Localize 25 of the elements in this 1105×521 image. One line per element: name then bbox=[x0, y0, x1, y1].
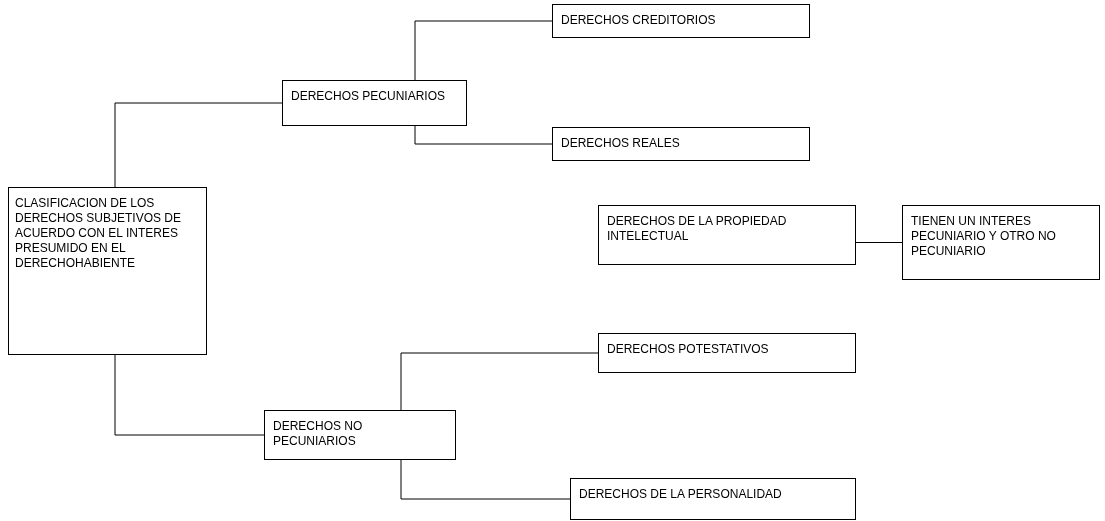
connector-line bbox=[114, 354, 265, 436]
connector-line bbox=[114, 102, 283, 188]
box-label: TIENEN UN INTERES PECUNIARIO Y OTRO NO PECUNIARIO bbox=[911, 214, 1057, 259]
connector-line bbox=[855, 242, 903, 243]
category-box bbox=[570, 478, 856, 520]
box-label: DERECHOS PECUNIARIOS bbox=[291, 89, 447, 104]
box-label: DERECHOS DE LA PERSONALIDAD bbox=[579, 487, 783, 502]
connector-line bbox=[400, 459, 571, 500]
box-label: DERECHOS DE LA PROPIEDAD INTELECTUAL bbox=[607, 214, 788, 244]
box-label: DERECHOS REALES bbox=[561, 136, 681, 151]
box-label: DERECHOS NO PECUNIARIOS bbox=[273, 419, 364, 449]
box-label: DERECHOS CREDITORIOS bbox=[561, 13, 717, 28]
box-label: CLASIFICACION DE LOS DERECHOS SUBJETIVOS DE ACUERDO CON EL INTERES PRESUMIDO EN EL DERECHOHABIENTE bbox=[15, 196, 183, 271]
connector-line bbox=[414, 125, 553, 145]
category-box bbox=[552, 4, 810, 38]
category-box bbox=[552, 127, 810, 161]
category-box bbox=[598, 205, 856, 265]
category-box bbox=[264, 410, 456, 460]
note-box bbox=[902, 205, 1100, 280]
root-box bbox=[8, 187, 207, 355]
connector-line bbox=[414, 20, 553, 81]
connector-line bbox=[400, 352, 599, 411]
category-box bbox=[282, 80, 467, 126]
box-label: DERECHOS POTESTATIVOS bbox=[607, 342, 770, 357]
category-box bbox=[598, 333, 856, 373]
